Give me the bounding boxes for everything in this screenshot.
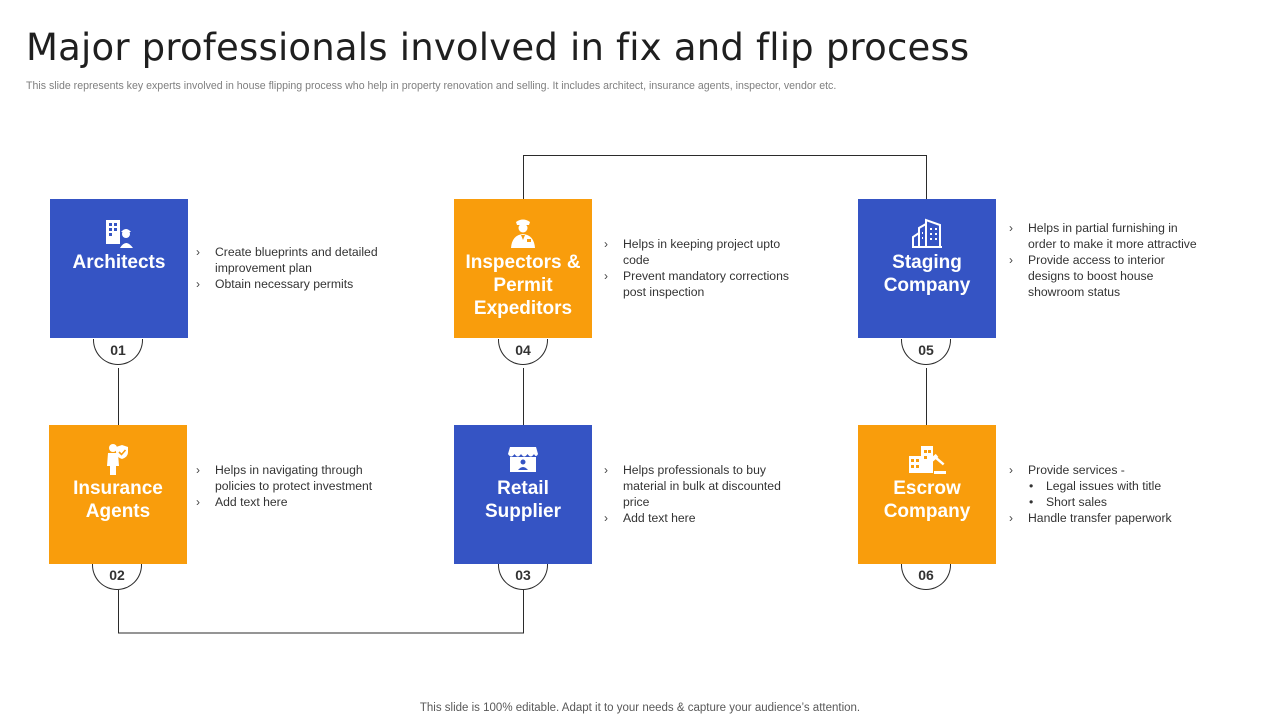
- step-box-staging-company: Staging Company: [858, 199, 996, 338]
- agent-shield-icon: [101, 441, 135, 477]
- footer-note: This slide is 100% editable. Adapt it to…: [419, 702, 861, 714]
- connector-04-05: [523, 155, 927, 199]
- list-item: Create blueprints and detailed improveme…: [196, 244, 396, 276]
- list-item: Add text here: [604, 510, 804, 526]
- step-box-insurance-agents: Insurance Agents: [49, 425, 187, 564]
- step-description-04: Helps in keeping project upto code Preve…: [604, 236, 804, 300]
- escrow-gavel-icon: [907, 441, 947, 477]
- list-item: Handle transfer paperwork: [1009, 510, 1209, 526]
- step-box-architects: Architects: [50, 199, 188, 338]
- step-label: Insurance Agents: [73, 478, 163, 522]
- list-item: Helps in navigating through policies to …: [196, 462, 396, 494]
- list-item: Helps in partial furnishing in order to …: [1009, 220, 1209, 252]
- page-title: Major professionals involved in fix and …: [26, 26, 970, 69]
- step-description-05: Helps in partial furnishing in order to …: [1009, 220, 1209, 300]
- list-item: Prevent mandatory corrections post inspe…: [604, 268, 804, 300]
- step-box-inspectors-permit-expeditors: Inspectors & Permit Expeditors: [454, 199, 592, 338]
- step-description-01: Create blueprints and detailed improveme…: [196, 244, 396, 292]
- list-sub-item: Legal issues with title: [1009, 478, 1209, 494]
- page-subtitle: This slide represents key experts involv…: [26, 80, 837, 92]
- city-buildings-icon: [910, 215, 944, 251]
- list-item: Helps in keeping project upto code: [604, 236, 804, 268]
- list-item: Provide services -: [1009, 462, 1209, 478]
- shop-icon: [506, 441, 540, 477]
- step-box-retail-supplier: Retail Supplier: [454, 425, 592, 564]
- connector-02-03: [118, 590, 524, 634]
- inspector-icon: [506, 215, 540, 251]
- step-box-escrow-company: Escrow Company: [858, 425, 996, 564]
- list-item: Provide access to interior designs to bo…: [1009, 252, 1209, 300]
- list-item: Obtain necessary permits: [196, 276, 396, 292]
- step-label: Architects: [72, 252, 166, 273]
- building-worker-icon: [102, 215, 136, 251]
- step-label: Retail Supplier: [484, 478, 561, 522]
- step-description-06: Provide services - Legal issues with tit…: [1009, 462, 1209, 526]
- step-label: Inspectors & Permit Expeditors: [465, 252, 581, 319]
- step-label: Staging Company: [883, 252, 971, 296]
- step-label: Escrow Company: [883, 478, 971, 522]
- step-description-03: Helps professionals to buy material in b…: [604, 462, 804, 526]
- list-item: Add text here: [196, 494, 396, 510]
- step-description-02: Helps in navigating through policies to …: [196, 462, 396, 510]
- list-item: Helps professionals to buy material in b…: [604, 462, 804, 510]
- list-sub-item: Short sales: [1009, 494, 1209, 510]
